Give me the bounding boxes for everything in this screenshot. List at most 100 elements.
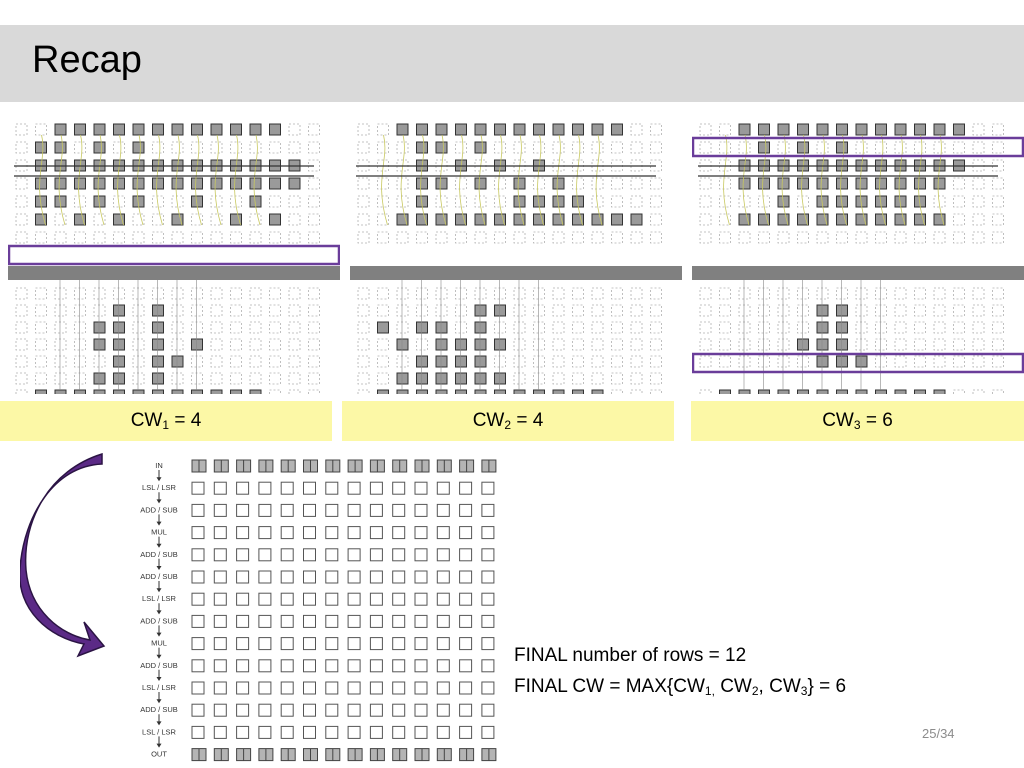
block [416, 321, 428, 334]
wire [937, 134, 945, 226]
block [836, 355, 848, 368]
empty-slot [435, 231, 448, 244]
empty-slot [249, 213, 262, 226]
empty-slot [191, 213, 203, 226]
block [455, 213, 467, 226]
block [816, 338, 829, 351]
block [171, 213, 184, 226]
grid-cell [369, 548, 383, 562]
block [113, 338, 125, 351]
arrow-head-icon [156, 566, 162, 570]
empty-slot [953, 304, 965, 317]
grid-cell [236, 592, 250, 606]
block [533, 389, 545, 394]
block [74, 123, 86, 136]
empty-slot [552, 355, 565, 368]
empty-slot [249, 304, 262, 317]
wire [156, 134, 163, 226]
block [552, 123, 565, 136]
grid-cell [481, 637, 495, 651]
empty-slot [738, 338, 751, 351]
empty-slot [797, 304, 809, 317]
empty-slot [591, 338, 604, 351]
block [777, 213, 790, 226]
empty-slot [54, 213, 67, 226]
empty-slot [396, 141, 409, 154]
empty-slot [455, 321, 467, 334]
grid-cell [414, 592, 428, 606]
block [533, 213, 545, 226]
empty-slot [35, 355, 47, 368]
block [875, 389, 887, 394]
arrow-head-icon [156, 499, 162, 504]
empty-slot [797, 231, 809, 244]
empty-slot [894, 304, 907, 317]
empty-slot [308, 321, 320, 334]
empty-slot [54, 355, 67, 368]
grid-cell [325, 703, 339, 717]
block [933, 389, 946, 394]
grid-cell [414, 548, 428, 562]
empty-slot [533, 355, 545, 368]
empty-slot [992, 304, 1004, 317]
empty-slot [269, 195, 281, 208]
empty-slot [288, 372, 301, 385]
block [758, 141, 770, 154]
empty-slot [171, 372, 184, 385]
grid-cell [236, 570, 250, 584]
empty-slot [308, 231, 320, 244]
block [494, 389, 506, 394]
wire [537, 134, 544, 226]
empty-slot [93, 231, 106, 244]
block [738, 389, 751, 394]
grid-cell [258, 681, 272, 695]
empty-slot [191, 355, 203, 368]
block [171, 123, 184, 136]
empty-slot [914, 338, 926, 351]
block [35, 141, 47, 154]
block [474, 304, 487, 317]
empty-slot [74, 321, 86, 334]
empty-slot [171, 231, 184, 244]
empty-slot [699, 195, 712, 208]
block [836, 304, 848, 317]
empty-slot [15, 177, 28, 190]
block [758, 123, 770, 136]
grid-cell [191, 503, 205, 517]
block [93, 372, 106, 385]
empty-slot [738, 195, 751, 208]
empty-slot [591, 321, 604, 334]
empty-slot [933, 287, 946, 300]
empty-slot [719, 213, 731, 226]
block [572, 213, 584, 226]
block [54, 177, 67, 190]
grid-cell [392, 637, 406, 651]
empty-slot [54, 321, 67, 334]
empty-slot [435, 304, 448, 317]
block [93, 321, 106, 334]
empty-slot [875, 141, 887, 154]
empty-slot [210, 338, 223, 351]
empty-slot [650, 195, 662, 208]
block [152, 321, 164, 334]
grid-cell [303, 614, 316, 628]
grid-cell [481, 570, 495, 584]
empty-slot [377, 231, 389, 244]
grid-cell [369, 681, 383, 695]
row-label: LSL / LSR [142, 727, 176, 736]
block [875, 123, 887, 136]
routing-panel-1 [8, 118, 340, 394]
empty-slot [533, 287, 545, 300]
routing-grid-3 [692, 123, 1024, 394]
empty-slot [210, 213, 223, 226]
grid-cell [191, 570, 205, 584]
empty-slot [992, 321, 1004, 334]
grid-cell [392, 526, 406, 540]
empty-slot [113, 231, 125, 244]
empty-slot [288, 141, 301, 154]
block [855, 355, 868, 368]
empty-slot [54, 287, 67, 300]
grid-cell [392, 503, 406, 517]
empty-slot [933, 141, 946, 154]
block [474, 177, 487, 190]
